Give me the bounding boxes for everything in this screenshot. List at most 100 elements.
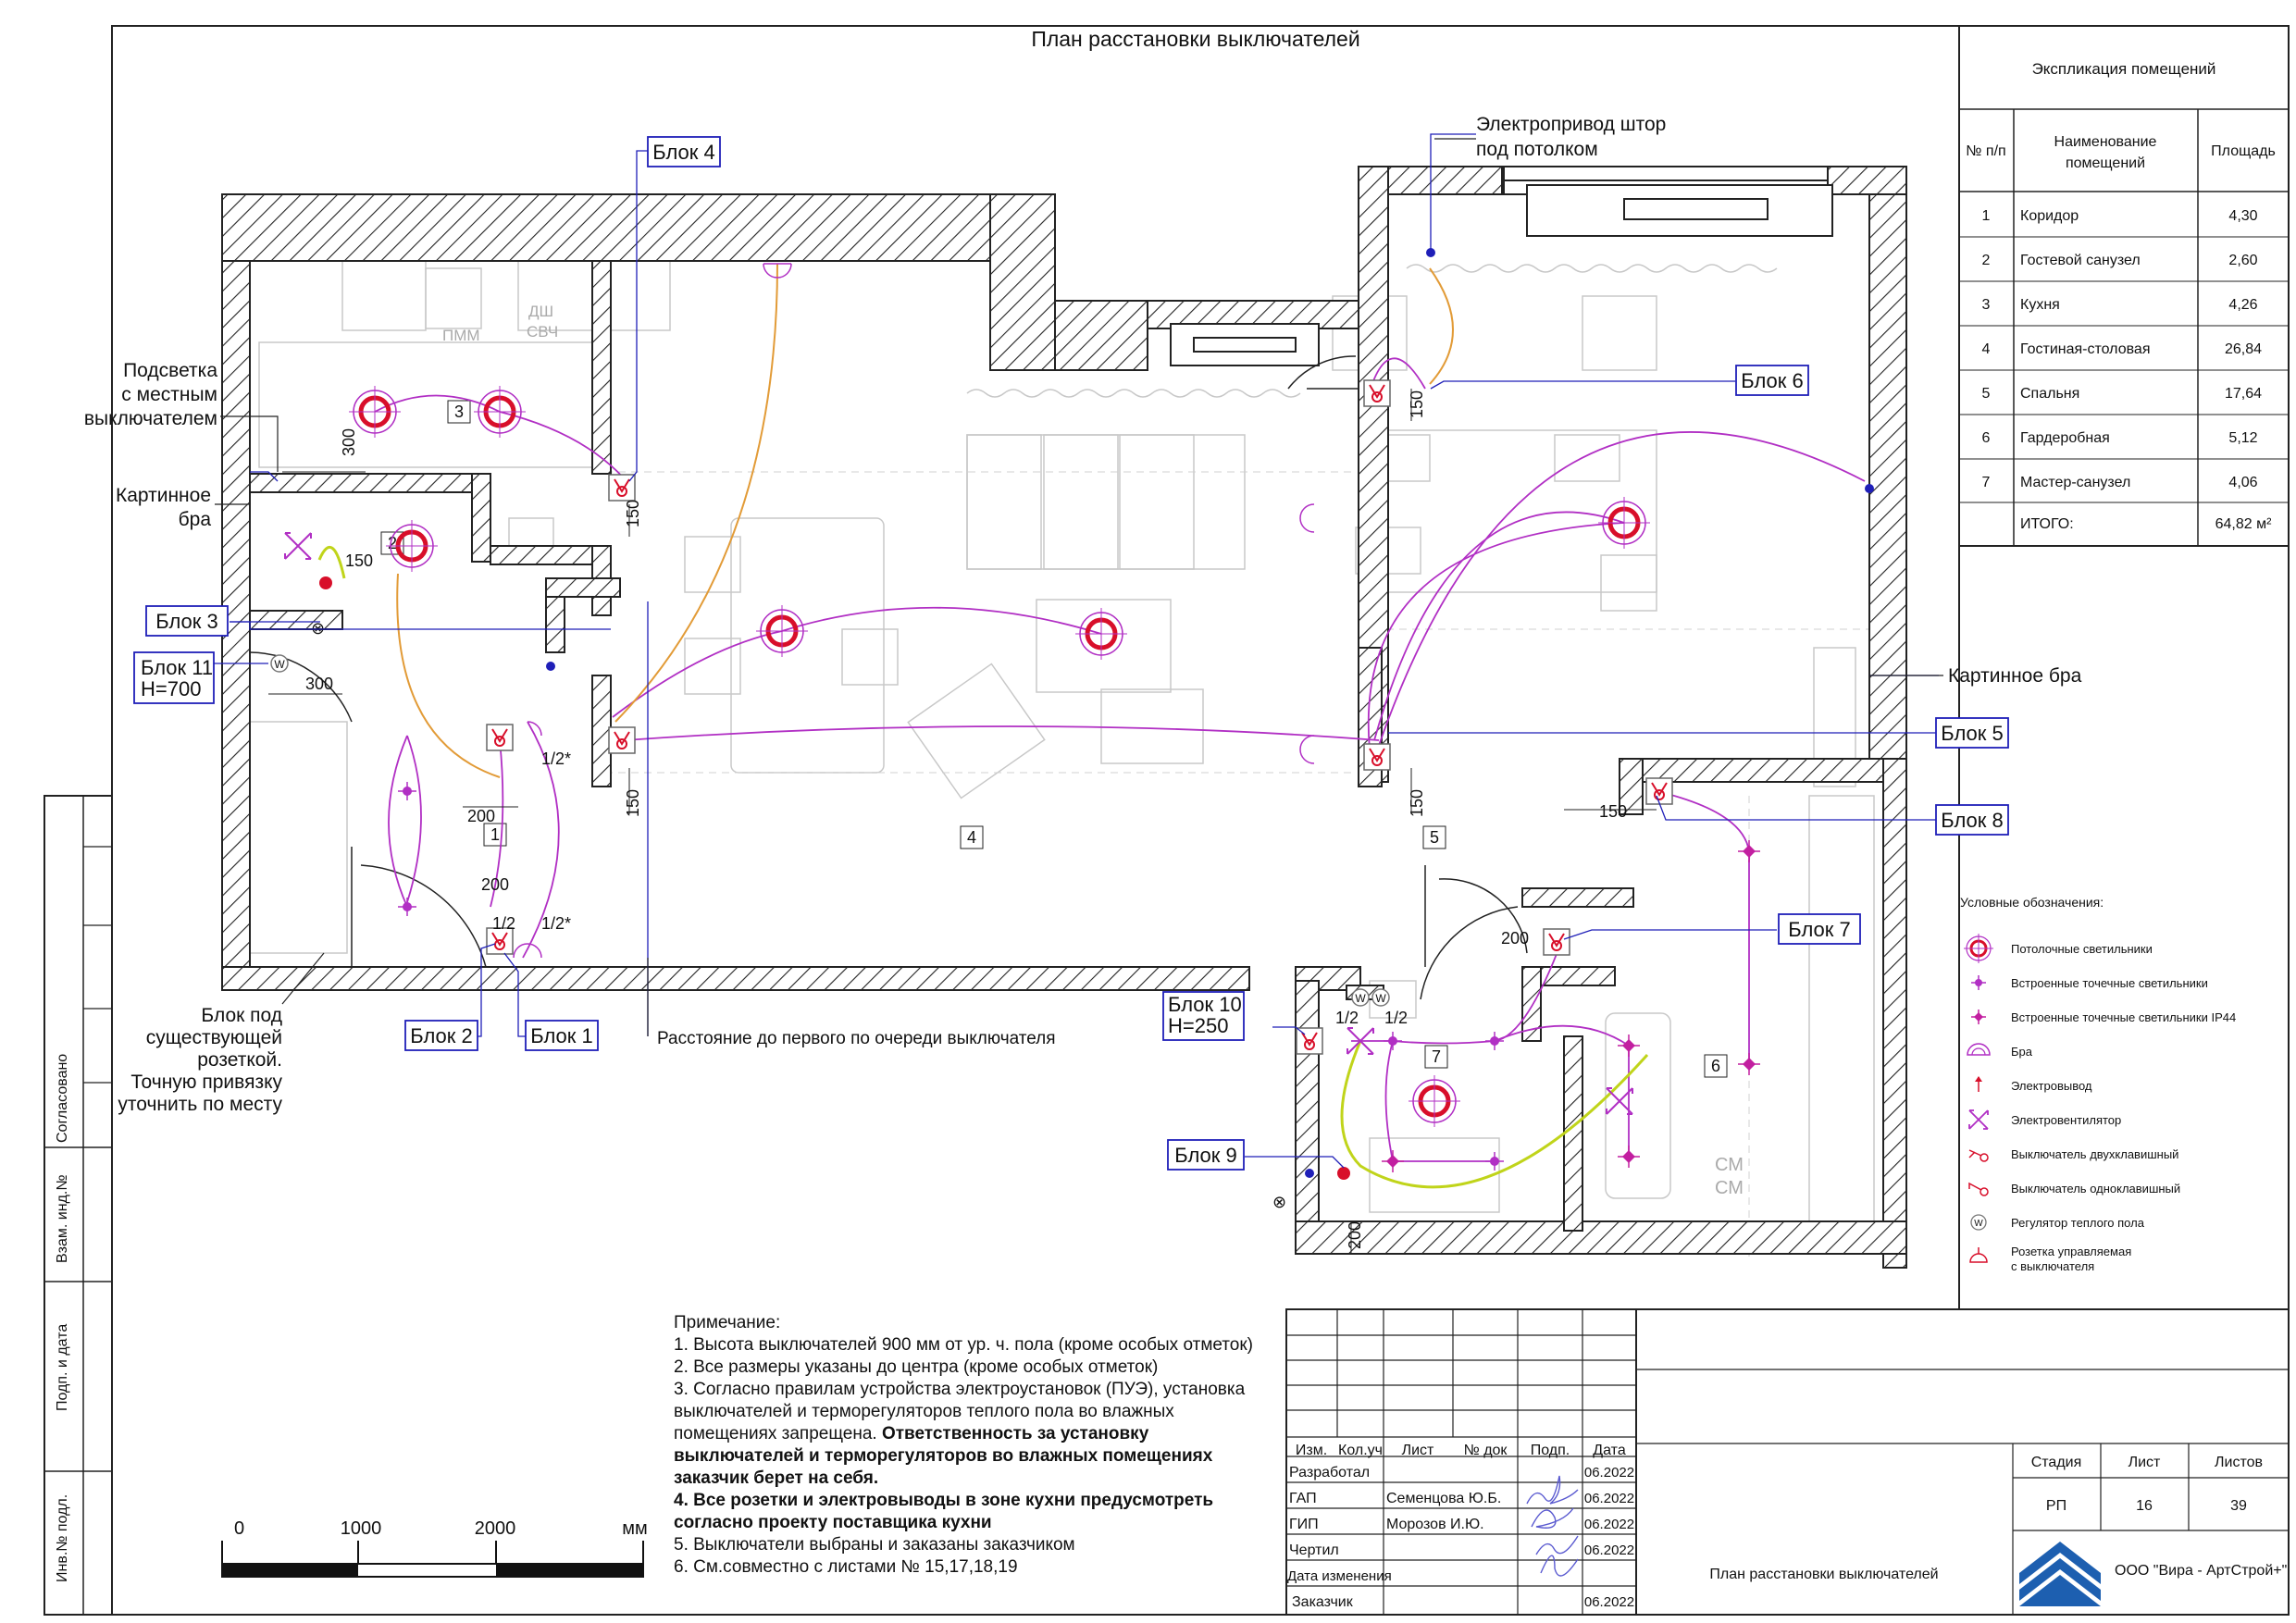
explication-row-name: Гостиная-столовая — [2020, 341, 2150, 357]
dim-200-c: 200 — [1501, 929, 1529, 948]
legend-label: Регулятор теплого пола — [2011, 1216, 2145, 1230]
total-label: ИТОГО: — [2020, 516, 2074, 532]
explication-row-area: 2,60 — [2228, 253, 2257, 268]
callout-blok-2: Блок 2 — [410, 1024, 472, 1047]
svg-text:⊗: ⊗ — [311, 619, 325, 638]
explication-row-no: 3 — [1982, 297, 1991, 313]
explication-table: Экспликация помещений № п/п Наименование… — [1958, 25, 2290, 547]
room-6-label: 6 — [1711, 1057, 1720, 1075]
explication-row-no: 2 — [1982, 253, 1991, 268]
legend-label: Электровентилятор — [2011, 1113, 2121, 1127]
legend-label-2: с выключателя — [2011, 1259, 2094, 1273]
svg-text:W: W — [274, 658, 285, 671]
room-5-label: 5 — [1430, 828, 1439, 847]
note-blok-pod-2: существующей — [146, 1027, 282, 1048]
note-kartinnoe-1: Картинное — [116, 485, 211, 506]
note-electro-2: под потолком — [1476, 139, 1598, 160]
room-2-label: 2 — [388, 534, 397, 552]
note-3d: Ответственность за установку — [881, 1424, 1149, 1443]
dim-300-b: 300 — [305, 675, 333, 693]
stamp-h-izm: Изм. — [1296, 1443, 1327, 1458]
explication-row-area: 5,12 — [2228, 430, 2257, 446]
callouts: Блок 4 Блок 3 Блок 11 H=700 Блок 6 Блок … — [84, 114, 2082, 1171]
note-electro-1: Электропривод штор — [1476, 114, 1666, 135]
stamp-h-doc: № док — [1464, 1443, 1508, 1458]
note-kartinnoe-2: бра — [179, 509, 212, 530]
sconces — [513, 263, 1315, 959]
note-blok-pod-1: Блок под — [201, 1005, 282, 1026]
dim-150-f: 150 — [1599, 802, 1627, 821]
explication-row-area: 17,64 — [2225, 386, 2262, 402]
fan-icon — [1968, 1109, 1989, 1130]
note-3f: заказчик берет на себя. — [674, 1468, 879, 1488]
explication-row-no: 1 — [1982, 208, 1991, 224]
legend-label: Розетка управляемая — [2011, 1245, 2131, 1258]
side-inv: Инв.№ подл. — [55, 1494, 70, 1582]
power-outlet-wire-icon — [1975, 1076, 1982, 1092]
callout-blok-9: Блок 9 — [1174, 1144, 1236, 1167]
callout-blok-1: Блок 1 — [530, 1024, 592, 1047]
floor-heating-regulator-icon: W — [1970, 1214, 1987, 1231]
label-dsh: ДШ — [528, 303, 553, 320]
wiring-lime — [1340, 1040, 1649, 1189]
callout-blok-10: Блок 10 — [1168, 993, 1242, 1016]
col-name-header-2: помещений — [2066, 155, 2145, 171]
company-logo — [2017, 1538, 2103, 1608]
explication-heading: Экспликация помещений — [2032, 60, 2216, 78]
label-pmm: ПММ — [442, 327, 480, 344]
stamp-r-data-izm: Дата изменения — [1287, 1568, 1392, 1584]
floor-plan: ПММ ДШ СВЧ СМ СМ 1 2 3 4 5 6 7 — [221, 166, 1907, 1269]
legend-label: Встроенные точечные светильники IP44 — [2011, 1010, 2236, 1024]
legend-label: Выключатель одноклавишный — [2011, 1182, 2180, 1196]
explication-row-name: Кухня — [2020, 297, 2060, 313]
furniture — [244, 260, 1875, 1250]
stamp-date-2: 06.2022 — [1584, 1491, 1634, 1506]
spot-light-ip44-icon — [1971, 1010, 1986, 1024]
stamp-gap-name: Семенцова Ю.Б. — [1386, 1491, 1501, 1506]
note-3b: выключателей и терморегуляторов теплого … — [674, 1402, 1174, 1421]
side-soglasovano: Согласовано — [55, 1054, 70, 1143]
legend-label: Электровывод — [2011, 1079, 2092, 1093]
scale-1000: 1000 — [341, 1518, 382, 1539]
spot-light-icon — [1971, 975, 1986, 990]
switches — [486, 379, 1673, 1055]
stamp-gip-name: Морозов И.Ю. — [1386, 1517, 1484, 1532]
floor-heating-regulators: W W W — [270, 654, 1390, 1007]
dim-300-a: 300 — [340, 428, 358, 456]
legend-label: Бра — [2011, 1045, 2033, 1059]
stamp-lists: 39 — [2230, 1498, 2247, 1514]
room-1-label: 1 — [490, 825, 500, 844]
explication-row-name: Мастер-санузел — [2020, 475, 2130, 490]
stamp-h-kol: Кол.уч — [1338, 1443, 1383, 1458]
explication-row-name: Коридор — [2020, 208, 2079, 224]
scale-unit: мм — [622, 1518, 648, 1539]
stamp-list-header: Лист — [2128, 1455, 2161, 1470]
note-3c: помещениях запрещена. — [674, 1424, 877, 1443]
legend: Условные обозначения: Потолочные светиль… — [1960, 895, 2236, 1273]
room-numbers: 1 2 3 4 5 6 7 — [380, 400, 1728, 1078]
dim-half-2: 1/2* — [541, 914, 571, 933]
stamp-r-gip: ГИП — [1289, 1517, 1319, 1532]
explication-row-area: 4,30 — [2228, 208, 2257, 224]
svg-text:W: W — [1375, 992, 1386, 1005]
svg-text:W: W — [1974, 1219, 1983, 1229]
guide-lines — [592, 471, 1869, 1258]
stamp-date-1: 06.2022 — [1584, 1465, 1634, 1481]
dim-150-e: 150 — [1408, 789, 1426, 817]
callout-blok-11-height: H=700 — [141, 677, 201, 700]
dim-150-d: 150 — [1408, 390, 1426, 418]
ceiling-light-icon — [1964, 934, 1993, 963]
dim-150-a: 150 — [345, 551, 373, 570]
callout-blok-3: Блок 3 — [155, 610, 217, 633]
explication-row-name: Спальня — [2020, 386, 2079, 402]
dim-half-1: 1/2* — [541, 750, 571, 768]
side-stamp — [43, 795, 113, 1616]
note-4a: 4. Все розетки и электровыводы в зоне ку… — [674, 1491, 1214, 1510]
note-distance: Расстояние до первого по очереди выключа… — [657, 1029, 1056, 1048]
explication-row-no: 7 — [1982, 475, 1991, 490]
explication-row-no: 4 — [1982, 341, 1991, 357]
callout-blok-6: Блок 6 — [1741, 369, 1803, 392]
stamp-stage-header: Стадия — [2031, 1455, 2082, 1470]
stamp-date-4: 06.2022 — [1584, 1542, 1634, 1558]
side-vzam: Взам. инд.№ — [55, 1174, 70, 1263]
